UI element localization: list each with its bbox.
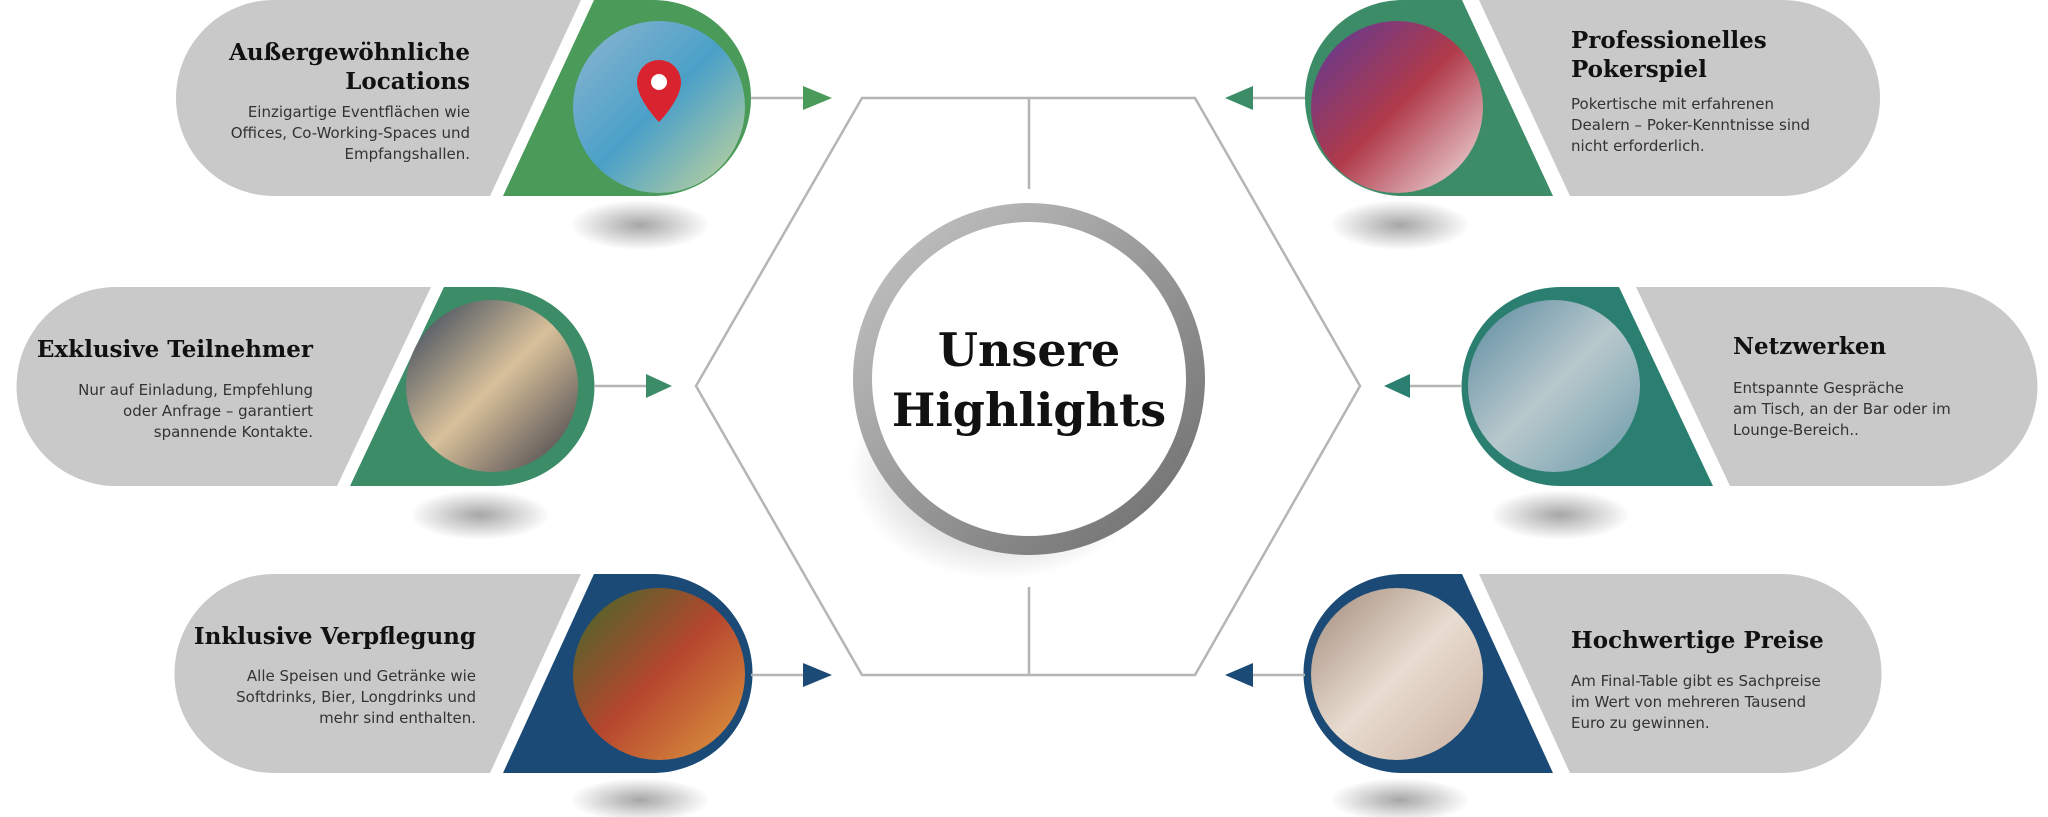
desc-line: Am Final-Table gibt es Sachpreise <box>1571 672 1821 690</box>
prizes-photo-icon <box>1311 588 1483 760</box>
card-networking <box>1384 287 2038 540</box>
poker-chips-photo-icon <box>1311 21 1483 193</box>
center-title-line: Unsere <box>937 323 1121 377</box>
desc-line: oder Anfrage – garantiert <box>123 402 313 420</box>
center-circle <box>872 222 1186 536</box>
highlight-description: Einzigartige Eventflächen wie Offices, C… <box>170 102 470 165</box>
network-photo-icon <box>1468 300 1640 472</box>
desc-line: Einzigartige Eventflächen wie <box>247 103 470 121</box>
arrow-right-icon <box>646 374 672 398</box>
desc-line: mehr sind enthalten. <box>319 709 476 727</box>
desc-line: Pokertische mit erfahrenen <box>1571 95 1774 113</box>
highlight-description: Alle Speisen und Getränke wie Softdrinks… <box>170 666 476 729</box>
highlight-description: Nur auf Einladung, Empfehlung oder Anfra… <box>20 380 313 443</box>
arrow-left-icon <box>1225 663 1253 687</box>
arrow-left-icon <box>1225 86 1253 110</box>
title-line: Professionelles <box>1571 27 1767 54</box>
arrow-left-icon <box>1384 374 1410 398</box>
arrow-right-icon <box>803 86 832 110</box>
arrow-right-icon <box>803 663 832 687</box>
highlight-title: Exklusive Teilnehmer <box>36 336 313 363</box>
title-line: Außergewöhnliche <box>229 39 470 66</box>
desc-line: im Wert von mehreren Tausend <box>1571 693 1807 711</box>
card-participants <box>16 287 672 540</box>
desc-line: Nur auf Einladung, Empfehlung <box>78 381 313 399</box>
card-poker <box>1225 0 1880 250</box>
desc-line: Softdrinks, Bier, Longdrinks und <box>236 688 476 706</box>
card-locations <box>176 0 832 250</box>
desc-line: am Tisch, an der Bar oder im <box>1733 400 1951 418</box>
card-prizes <box>1225 574 1882 817</box>
center-title-line: Highlights <box>891 383 1167 437</box>
desc-line: Empfangshallen. <box>344 145 470 163</box>
people-photo-icon <box>406 300 578 472</box>
food-photo-icon <box>573 588 745 760</box>
hexagon-outline <box>694 96 1362 677</box>
card-catering <box>174 574 832 817</box>
highlight-title: Professionelles Pokerspiel <box>1571 26 1871 84</box>
highlight-title: Netzwerken <box>1733 333 1887 360</box>
highlight-title: Inklusive Verpflegung <box>193 623 476 650</box>
desc-line: Lounge-Bereich.. <box>1733 421 1859 439</box>
title-line: Pokerspiel <box>1571 56 1707 83</box>
desc-line: nicht erforderlich. <box>1571 137 1705 155</box>
desc-line: Entspannte Gespräche <box>1733 379 1904 397</box>
desc-line: Offices, Co-Working-Spaces und <box>230 124 470 142</box>
highlight-title: Hochwertige Preise <box>1571 627 1824 654</box>
highlight-description: Pokertische mit erfahrenen Dealern – Pok… <box>1571 94 1871 157</box>
highlight-description: Entspannte Gespräche am Tisch, an der Ba… <box>1733 378 2023 441</box>
highlight-title: Außergewöhnliche Locations <box>170 38 470 96</box>
highlight-description: Am Final-Table gibt es Sachpreise im Wer… <box>1571 671 1891 734</box>
desc-line: Dealern – Poker-Kenntnisse sind <box>1571 116 1811 134</box>
desc-line: Euro zu gewinnen. <box>1571 714 1710 732</box>
desc-line: Alle Speisen und Getränke wie <box>246 667 476 685</box>
title-line: Locations <box>345 68 470 95</box>
center-title: Unsere Highlights <box>879 320 1179 440</box>
desc-line: spannende Kontakte. <box>153 423 313 441</box>
